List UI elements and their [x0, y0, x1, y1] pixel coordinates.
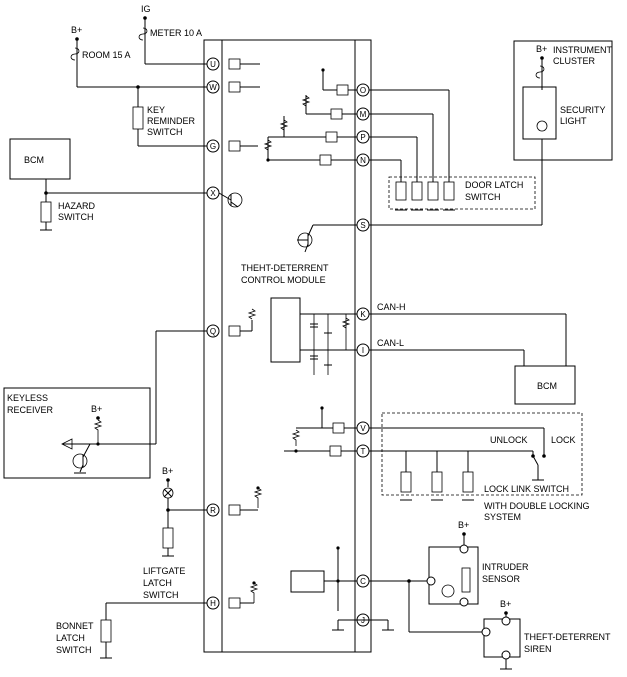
svg-text:H: H	[210, 599, 216, 608]
security-light-label-1: SECURITY	[560, 105, 606, 115]
svg-text:Q: Q	[210, 327, 216, 336]
pin-W: W	[206, 80, 260, 94]
svg-text:I: I	[362, 346, 364, 355]
intruder-sensor-box	[428, 546, 479, 605]
svg-text:U: U	[210, 60, 216, 69]
bonnet-label-1: BONNET	[56, 621, 94, 631]
svg-text:T: T	[361, 447, 366, 456]
svg-text:S: S	[360, 221, 365, 230]
bonnet-label-2: LATCH	[56, 633, 85, 643]
liftgate-label-2: LATCH	[143, 578, 172, 588]
instrument-cluster-box	[513, 40, 613, 161]
svg-text:X: X	[210, 189, 216, 198]
key-reminder-label-3: SWITCH	[147, 127, 183, 137]
pin-H: H	[206, 581, 259, 610]
bcm-right-box	[514, 365, 576, 405]
keyless-label-1: KEYLESS	[7, 393, 48, 403]
siren-label-2: SIREN	[524, 644, 552, 654]
bcm-left-label: BCM	[24, 155, 44, 165]
svg-text:V: V	[360, 424, 366, 433]
svg-text:N: N	[360, 156, 366, 165]
svg-text:P: P	[360, 133, 365, 142]
can-h-label: CAN-H	[377, 302, 406, 312]
pin-X: X	[206, 186, 243, 208]
pin-I: I	[356, 343, 370, 357]
svg-text:M: M	[360, 110, 367, 119]
pin-U: U	[206, 57, 260, 71]
keyless-receiver-box	[3, 387, 151, 479]
bplus-label-room: B+	[71, 25, 82, 35]
meter-fuse-label: METER 10 A	[150, 28, 202, 38]
lock-link-label: LOCK LINK SWITCH	[484, 484, 569, 494]
pin-T: T	[284, 444, 370, 458]
hazard-label-2: SWITCH	[58, 212, 94, 222]
ig-label: IG	[141, 4, 151, 14]
security-light-label-2: LIGHT	[560, 116, 587, 126]
pin-N: N	[266, 153, 370, 167]
bplus-label-liftgate: B+	[162, 466, 173, 476]
door-latch-label-1: DOOR LATCH	[465, 180, 523, 190]
hazard-label-1: HAZARD	[58, 201, 96, 211]
siren-label-1: THEFT-DETERRENT	[524, 632, 611, 642]
pin-G: G	[206, 139, 258, 153]
svg-text:W: W	[209, 83, 217, 92]
intruder-label-2: SENSOR	[482, 574, 521, 584]
pin-Q: Q	[206, 308, 257, 338]
pin-J: J	[332, 613, 394, 631]
bcm-left-box	[9, 138, 71, 180]
svg-text:G: G	[210, 142, 216, 151]
room-fuse-label: ROOM 15 A	[82, 50, 131, 60]
lock-link-switch-group	[381, 412, 583, 496]
unlock-label: UNLOCK	[490, 435, 528, 445]
instrument-label-2: CLUSTER	[553, 56, 596, 66]
pin-V: V	[291, 406, 370, 446]
pin-M: M	[301, 95, 370, 121]
liftgate-label-3: SWITCH	[143, 590, 179, 600]
svg-text:K: K	[360, 310, 366, 319]
pin-S: S	[297, 218, 370, 253]
door-latch-switch-group	[388, 176, 536, 210]
pin-K: K	[356, 307, 370, 321]
pin-P: P	[263, 116, 370, 160]
keyless-label-2: RECEIVER	[7, 405, 54, 415]
double-locking-label-2: SYSTEM	[484, 512, 521, 522]
pin-R: R	[206, 486, 263, 517]
module-box	[203, 39, 372, 653]
key-reminder-label-1: KEY	[147, 105, 165, 115]
bonnet-label-3: SWITCH	[56, 645, 92, 655]
bplus-label-keyless: B+	[91, 404, 102, 414]
bcm-right-label: BCM	[537, 381, 557, 391]
module-title-2: CONTROL MODULE	[241, 275, 326, 285]
pin-O: O	[321, 68, 370, 97]
module-title-1: THEHT-DETERRENT	[241, 263, 329, 273]
svg-text:O: O	[360, 86, 366, 95]
siren-box	[483, 618, 521, 658]
bplus-label-instr: B+	[536, 44, 547, 54]
door-latch-label-2: SWITCH	[465, 192, 501, 202]
bplus-label-siren: B+	[500, 599, 511, 609]
liftgate-label-1: LIFTGATE	[143, 566, 185, 576]
pin-C: C	[290, 546, 370, 611]
lock-label: LOCK	[551, 435, 576, 445]
can-l-label: CAN-L	[377, 338, 404, 348]
double-locking-label-1: WITH DOUBLE LOCKING	[484, 501, 590, 511]
intruder-label-1: INTRUDER	[482, 562, 529, 572]
key-reminder-label-2: REMINDER	[147, 116, 196, 126]
bplus-label-intruder: B+	[458, 520, 469, 530]
instrument-label-1: INSTRUMENT	[553, 45, 612, 55]
svg-text:C: C	[360, 577, 366, 586]
svg-text:R: R	[210, 506, 216, 515]
